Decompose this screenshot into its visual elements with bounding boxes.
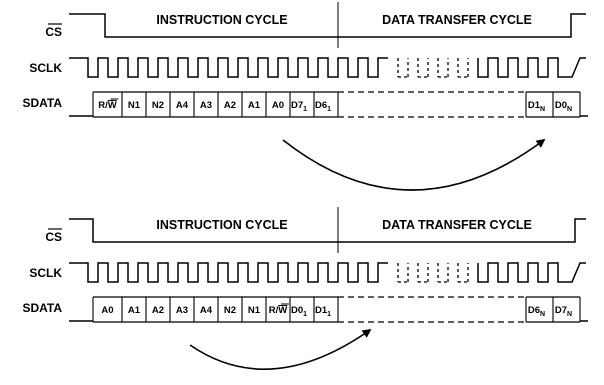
bit-cell-label: D0N <box>555 100 572 113</box>
bit-cell-label: A0 <box>272 100 284 111</box>
sdata-bus-dashed <box>338 91 526 118</box>
sdata-label: SDATA <box>22 301 62 315</box>
cs-label: CS <box>45 230 62 244</box>
transfer-arrow <box>282 138 546 191</box>
timing-panel-top: CS SCLK SDATA INSTRUCTION CYCLE DATA TRANSFE… <box>22 2 588 191</box>
instruction-cycle-label: INSTRUCTION CYCLE <box>156 13 287 27</box>
sclk-label: SCLK <box>29 266 62 280</box>
cs-label: CS <box>45 25 62 39</box>
sdata-bus-left <box>93 91 338 118</box>
bit-cell-label: A4 <box>200 305 213 316</box>
bit-cell-label: A3 <box>200 100 212 111</box>
sclk-waveform-start <box>69 57 388 78</box>
bit-cell-label: D01 <box>291 305 307 318</box>
data-transfer-cycle-label: DATA TRANSFER CYCLE <box>382 218 532 232</box>
sclk-waveform-start <box>69 262 388 283</box>
bit-cell-label: D11 <box>315 305 331 318</box>
bit-cell-label: D71 <box>291 100 307 113</box>
sclk-waveform-end <box>477 262 586 283</box>
sclk-waveform-end <box>477 57 586 78</box>
bit-cell-label: D6N <box>528 305 545 318</box>
bit-cell-label: A2 <box>224 100 236 111</box>
bit-cell-label: D7N <box>555 305 572 318</box>
bit-cell-label: N2 <box>224 305 236 316</box>
bit-cell-label: A3 <box>176 305 188 316</box>
bit-cell-label: A2 <box>152 305 164 316</box>
bit-cell-label: D1N <box>528 100 545 113</box>
bit-cell-label: R/W <box>269 305 288 316</box>
bit-cell-label: A0 <box>101 305 113 316</box>
bit-cell-label: N1 <box>128 100 141 111</box>
instruction-cycle-label: INSTRUCTION CYCLE <box>156 218 287 232</box>
sclk-label: SCLK <box>29 61 62 75</box>
bit-cell-label: R/W <box>98 100 117 111</box>
bit-cell-label: N2 <box>152 100 164 111</box>
sdata-bus-dashed <box>338 296 526 323</box>
sdata-label: SDATA <box>22 96 62 110</box>
sclk-waveform-dashed <box>397 58 469 78</box>
bit-cell-label: A4 <box>176 100 189 111</box>
bit-cell-label: A1 <box>128 305 141 316</box>
data-transfer-cycle-label: DATA TRANSFER CYCLE <box>382 13 532 27</box>
sdata-bus-left <box>93 296 338 323</box>
cs-waveform <box>69 218 586 243</box>
sclk-waveform-dashed <box>397 263 469 283</box>
transfer-arrow <box>189 328 372 370</box>
bit-cell-label: N1 <box>248 305 261 316</box>
bit-cell-label: A1 <box>248 100 261 111</box>
timing-panel-bottom: CS SCLK SDATA INSTRUCTION CYCLE DATA TRANSFE… <box>22 207 588 370</box>
bit-cell-label: D61 <box>315 100 331 113</box>
